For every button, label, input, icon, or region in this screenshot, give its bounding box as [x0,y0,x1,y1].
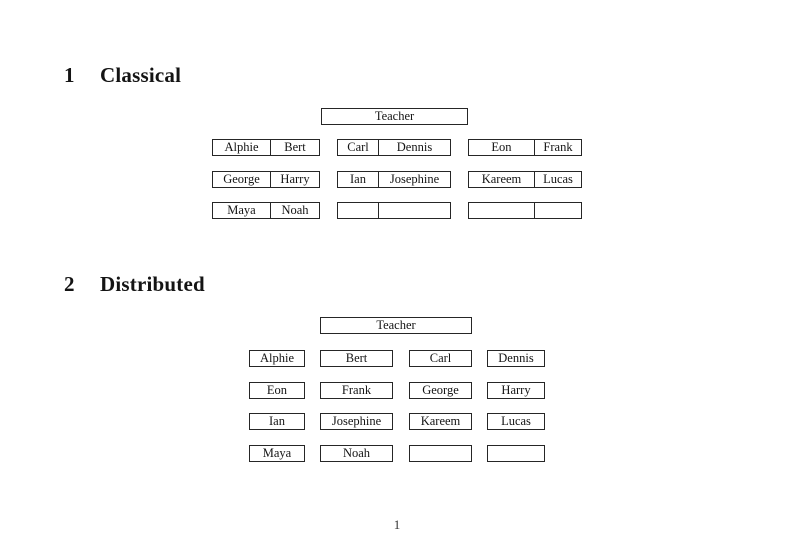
seat-label: Kareem [469,172,535,187]
desk-classical-r1-c3: Eon Frank [468,139,582,156]
seat-distributed-r3-c3: Kareem [409,413,472,430]
seat-distributed-r1-c3: Carl [409,350,472,367]
seat-distributed-r1-c2: Bert [320,350,393,367]
seat-distributed-r3-c4: Lucas [487,413,545,430]
seat-distributed-r4-c3-empty [409,445,472,462]
seat-label: Lucas [543,172,573,186]
seat-distributed-r3-c1: Ian [249,413,305,430]
seat-distributed-r1-c1: Alphie [249,350,305,367]
desk-classical-r3-c1: Maya Noah [212,202,320,219]
seat-distributed-r3-c2: Josephine [320,413,393,430]
section-title: Distributed [100,272,205,296]
desk-classical-r2-c1: George Harry [212,171,320,188]
seat-distributed-r2-c3: George [409,382,472,399]
page-number: 1 [393,517,401,532]
seat-label: Maya [213,203,271,218]
seat-distributed-r4-c2: Noah [320,445,393,462]
teacher-box-classical: Teacher [321,108,468,125]
seat-distributed-r4-c4-empty [487,445,545,462]
seat-label-empty [379,203,450,218]
teacher-box-distributed: Teacher [320,317,472,334]
seat-distributed-r4-c1: Maya [249,445,305,462]
seat-label: Eon [469,140,535,155]
seat-label: Frank [543,140,573,154]
section-number: 1 [64,63,75,87]
section-heading-distributed: 2 Distributed [64,273,205,295]
seat-label: Josephine [389,172,440,186]
desk-classical-r1-c2: Carl Dennis [337,139,451,156]
seat-label: Carl [338,140,379,155]
seat-distributed-r2-c1: Eon [249,382,305,399]
seat-label: Harry [280,172,310,186]
seat-label-empty [338,203,379,218]
seat-label: Dennis [396,140,433,154]
seat-label: Alphie [213,140,271,155]
desk-classical-r3-c3-empty [468,202,582,219]
seat-label: Ian [338,172,379,187]
desk-classical-r3-c2-empty [337,202,451,219]
desk-classical-r2-c3: Kareem Lucas [468,171,582,188]
section-heading-classical: 1 Classical [64,64,181,86]
section-title: Classical [100,63,182,87]
seat-distributed-r1-c4: Dennis [487,350,545,367]
section-number: 2 [64,272,75,296]
seat-label: Bert [284,140,306,154]
desk-classical-r1-c1: Alphie Bert [212,139,320,156]
seat-label-empty [535,203,581,218]
seat-distributed-r2-c4: Harry [487,382,545,399]
seat-distributed-r2-c2: Frank [320,382,393,399]
desk-classical-r2-c2: Ian Josephine [337,171,451,188]
seat-label-empty [469,203,535,218]
seat-label: George [213,172,271,187]
seat-label: Noah [281,203,309,217]
